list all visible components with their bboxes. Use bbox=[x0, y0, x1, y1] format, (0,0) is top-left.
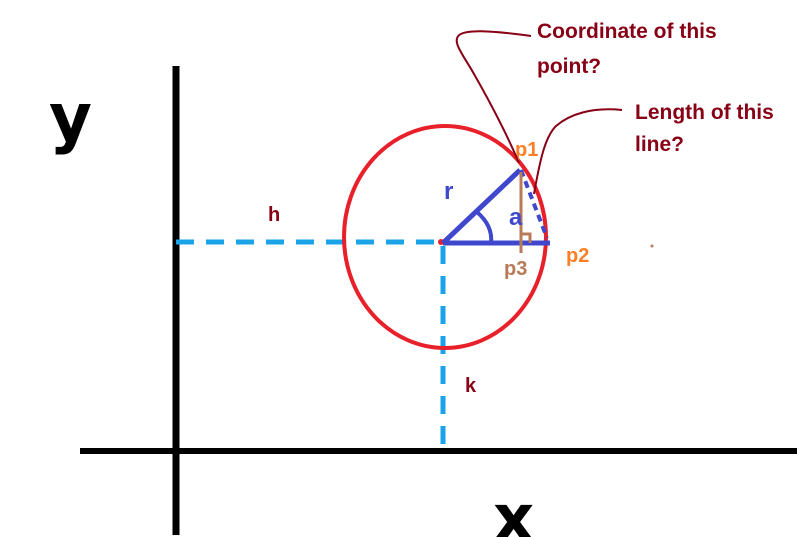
right-angle-marker bbox=[521, 232, 532, 243]
y-axis-label: y bbox=[49, 79, 92, 156]
stray-dot bbox=[650, 244, 654, 248]
x-axis-label: x bbox=[493, 482, 534, 537]
p3-label: p3 bbox=[504, 258, 527, 280]
radius-line bbox=[441, 168, 522, 245]
r-label: r bbox=[444, 178, 453, 205]
h-label: h bbox=[268, 204, 280, 226]
p1-label: p1 bbox=[515, 139, 538, 161]
point-question-line1: Coordinate of this bbox=[537, 20, 717, 43]
k-label: k bbox=[465, 375, 477, 397]
line-question-line2: line? bbox=[635, 133, 684, 156]
angle-arc bbox=[475, 210, 494, 244]
line-question-line1: Length of this bbox=[635, 101, 774, 124]
point-callout-curve bbox=[455, 30, 532, 164]
p2-label: p2 bbox=[566, 245, 589, 267]
point-question-line2: point? bbox=[537, 55, 601, 78]
circle bbox=[342, 124, 548, 350]
line-callout-curve bbox=[533, 108, 623, 195]
a-label: a bbox=[509, 204, 523, 231]
chord-dashed-line bbox=[519, 169, 549, 239]
